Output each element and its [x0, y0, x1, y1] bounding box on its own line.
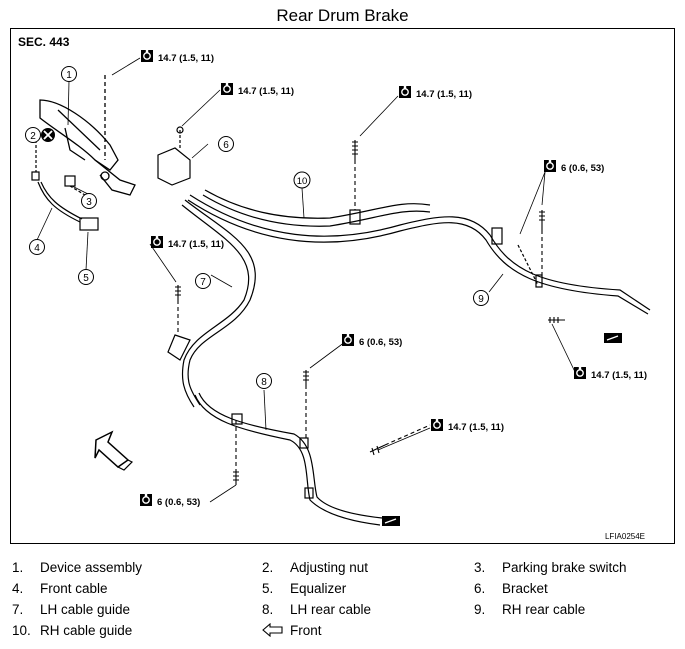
callout-3: 3	[81, 193, 97, 209]
figure-id: LFIA0254E	[605, 532, 645, 541]
legend-item-3: 3.Parking brake switch	[474, 560, 627, 575]
torque-label-3: 14.7 (1.5, 11)	[398, 85, 472, 100]
svg-text:5: 5	[83, 273, 89, 284]
callout-7: 7	[195, 273, 211, 289]
legend-item-10: 10.RH cable guide	[12, 623, 133, 638]
svg-text:6 (0.6, 53): 6 (0.6, 53)	[157, 497, 200, 508]
svg-text:9: 9	[478, 294, 484, 305]
wheel-marker-lh	[382, 516, 400, 526]
adjusting-nut	[31, 140, 40, 181]
svg-text:7: 7	[200, 277, 206, 288]
torque-label-9: 6 (0.6, 53)	[139, 493, 200, 508]
brake-diagram: SEC. 443 LFIA0254E	[18, 35, 651, 541]
lh-rear-cable	[194, 392, 383, 526]
front-arrow-icon	[94, 430, 134, 471]
legend-item-8: 8.LH rear cable	[262, 602, 372, 617]
svg-text:14.7 (1.5, 11): 14.7 (1.5, 11)	[238, 86, 294, 97]
callout-2: 2	[25, 127, 41, 143]
section-label: SEC. 443	[18, 35, 70, 49]
legend-item-1: 1.Device assembly	[12, 560, 143, 575]
device-assembly	[39, 75, 136, 196]
torque-label-4: 6 (0.6, 53)	[543, 159, 604, 174]
callout-5: 5	[78, 269, 94, 285]
svg-text:14.7 (1.5, 11): 14.7 (1.5, 11)	[591, 370, 647, 381]
torque-label-7: 14.7 (1.5, 11)	[573, 366, 647, 381]
torque-leaders	[111, 57, 577, 503]
callout-8: 8	[256, 373, 272, 389]
legend-item-5: 5.Equalizer	[262, 581, 347, 596]
legend-item-4: 4.Front cable	[12, 581, 108, 596]
legend-item-7: 7.LH cable guide	[12, 602, 131, 617]
svg-text:6 (0.6, 53): 6 (0.6, 53)	[561, 163, 604, 174]
legend-item-2: 2.Adjusting nut	[262, 560, 369, 575]
torque-label-5: 14.7 (1.5, 11)	[150, 235, 224, 250]
callout-10: 10	[293, 171, 311, 189]
equalizer	[79, 217, 99, 231]
svg-text:6: 6	[223, 140, 229, 151]
diagram-title: Rear Drum Brake	[276, 6, 409, 25]
torque-label-8: 14.7 (1.5, 11)	[430, 418, 504, 433]
svg-text:14.7 (1.5, 11): 14.7 (1.5, 11)	[448, 422, 504, 433]
svg-text:1: 1	[66, 70, 72, 81]
front-arrow-legend-icon	[262, 622, 283, 638]
rh-rear-cable	[187, 194, 651, 315]
legend: 1.Device assembly 2.Adjusting nut 3.Park…	[0, 558, 685, 648]
callout-leaders	[36, 80, 504, 431]
svg-text:2: 2	[30, 131, 36, 142]
legend-item-9: 9.RH rear cable	[474, 602, 586, 617]
callout-9: 9	[473, 290, 489, 306]
lh-cable-guide	[167, 199, 256, 408]
torque-label-6: 6 (0.6, 53)	[341, 333, 402, 348]
svg-text:14.7 (1.5, 11): 14.7 (1.5, 11)	[416, 89, 472, 100]
rh-cable-guide	[202, 189, 431, 227]
torque-label-1: 14.7 (1.5, 11)	[140, 49, 214, 64]
torque-label-2: 14.7 (1.5, 11)	[220, 82, 294, 97]
svg-text:6 (0.6, 53): 6 (0.6, 53)	[359, 337, 402, 348]
legend-item-6: 6.Bracket	[474, 581, 548, 596]
callout-1: 1	[61, 66, 77, 82]
bolts	[175, 140, 565, 485]
legend-item-front: Front	[262, 622, 322, 638]
svg-text:4: 4	[34, 243, 40, 254]
callout-6: 6	[218, 136, 234, 152]
diagram-frame	[10, 28, 675, 544]
discard-icon	[41, 128, 55, 142]
svg-text:8: 8	[261, 377, 267, 388]
callout-4: 4	[29, 239, 45, 255]
svg-text:14.7 (1.5, 11): 14.7 (1.5, 11)	[158, 53, 214, 64]
front-cable	[37, 181, 83, 223]
parking-brake-switch	[64, 175, 86, 196]
bracket	[157, 126, 191, 186]
svg-text:14.7 (1.5, 11): 14.7 (1.5, 11)	[168, 239, 224, 250]
svg-text:3: 3	[86, 197, 92, 208]
svg-text:10: 10	[297, 176, 308, 187]
wheel-marker-rh	[604, 333, 622, 343]
